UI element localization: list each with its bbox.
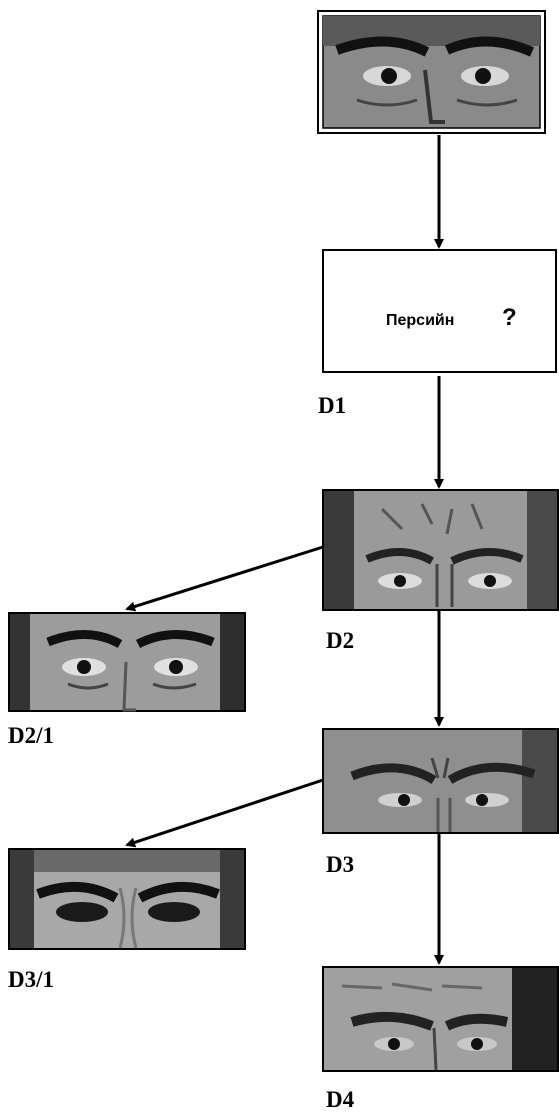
question-mark: ? <box>502 304 517 331</box>
eyes-photo-d2 <box>322 489 559 611</box>
label-d3-1: D3/1 <box>8 967 54 992</box>
arrow-d2-to-d2-1 <box>125 545 324 612</box>
label-d4: D4 <box>326 1087 355 1112</box>
arrow-d3-to-d3-1 <box>125 778 324 848</box>
eyes-photo-d3-1 <box>8 848 246 950</box>
label-d1: D1 <box>318 393 347 418</box>
label-d3: D3 <box>326 852 355 877</box>
label-d2-1: D2/1 <box>8 723 54 748</box>
question-box: Персийн ? <box>322 249 557 373</box>
label-d2: D2 <box>326 628 355 653</box>
eyes-photo-top <box>317 10 546 134</box>
eyes-photo-d2-1 <box>8 612 246 712</box>
eyes-photo-d4 <box>322 966 559 1072</box>
question-box-text: Персийн <box>386 312 455 329</box>
eyes-photo-d3 <box>322 728 559 834</box>
